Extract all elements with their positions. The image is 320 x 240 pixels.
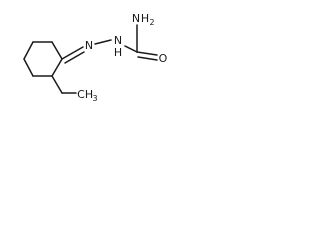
imine-double-bond <box>61 46 84 60</box>
hydrogen-count-subscript: 3 <box>92 94 97 103</box>
ring-bond <box>23 41 34 60</box>
ring-bond <box>51 41 63 60</box>
ring-bond <box>51 58 63 77</box>
nitrogen-label: N <box>132 12 140 25</box>
atom-nitrogen-hydrazide: N H <box>114 34 122 59</box>
hydrogen-label: H <box>114 46 122 59</box>
carbon-label: C <box>77 88 85 101</box>
atom-nitrogen-imine: N <box>85 39 93 52</box>
atom-oxygen: O <box>159 52 168 65</box>
oxygen-label: O <box>159 52 168 65</box>
hydrogen-label: H <box>141 12 149 25</box>
imine-double-bond <box>64 51 85 64</box>
carbonyl-double-bond <box>137 56 158 61</box>
hydrogen-count-subscript: 2 <box>149 18 154 27</box>
hydrogen-label: H <box>85 88 93 101</box>
atom-nitrogen-amide: N H 2 <box>132 12 155 27</box>
atom-methyl: C H 3 <box>77 88 97 103</box>
nitrogen-label: N <box>85 39 93 52</box>
carbonyl-double-bond <box>136 51 158 56</box>
amide-bond <box>124 45 138 53</box>
ring-bond <box>23 58 34 77</box>
hydrazine-bond <box>94 39 112 45</box>
molecule-structure: N N H N H 2 O C H 3 <box>23 12 168 103</box>
methyl-bond <box>51 75 63 94</box>
nitrogen-label: N <box>114 34 122 47</box>
cyclohexane-ring <box>23 41 63 77</box>
